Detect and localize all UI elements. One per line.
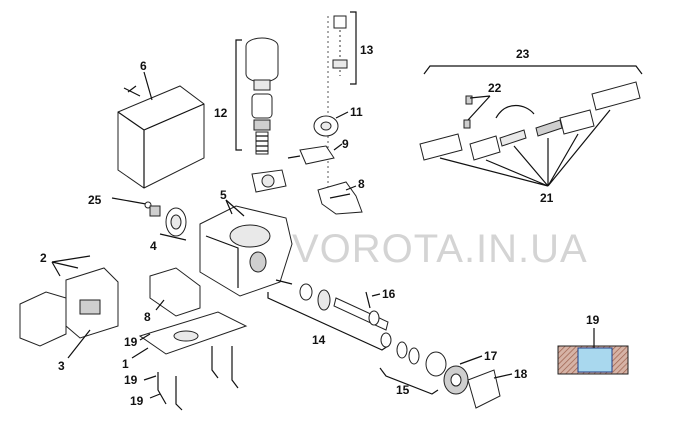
callout-9: 9 bbox=[342, 137, 349, 151]
callout-13: 13 bbox=[360, 43, 374, 57]
callout-19d: 19 bbox=[586, 313, 600, 327]
part-base-plate bbox=[138, 311, 248, 355]
part-pin bbox=[365, 291, 371, 309]
callout-8a: 8 bbox=[358, 177, 365, 191]
callout-5: 5 bbox=[220, 188, 227, 202]
part-limit-switch-kit bbox=[419, 81, 641, 161]
callout-23: 23 bbox=[516, 47, 530, 61]
part-studs bbox=[157, 346, 239, 411]
bracket-23 bbox=[423, 65, 643, 75]
leader-9 bbox=[333, 143, 343, 151]
part-ring bbox=[313, 115, 339, 137]
part-encoder bbox=[149, 205, 187, 237]
leader-3 bbox=[67, 329, 91, 359]
leader-16 bbox=[371, 293, 381, 297]
bracket-14 bbox=[267, 292, 389, 351]
callout-3: 3 bbox=[58, 359, 65, 373]
leader-22 bbox=[467, 95, 491, 121]
leader-6 bbox=[143, 71, 153, 101]
leader-8a bbox=[345, 185, 357, 191]
callout-8b: 8 bbox=[144, 310, 151, 324]
callout-1: 1 bbox=[122, 357, 129, 371]
leader-1 bbox=[131, 347, 149, 359]
leader-4 bbox=[159, 233, 187, 241]
callout-12: 12 bbox=[214, 106, 228, 120]
bracket-15 bbox=[379, 367, 439, 395]
watermark: VOROTA.IN.UA bbox=[292, 227, 588, 271]
part-screw bbox=[111, 197, 152, 209]
callout-11: 11 bbox=[350, 105, 363, 119]
part-pinion bbox=[425, 351, 469, 395]
part-washers bbox=[380, 332, 420, 365]
leader-21 bbox=[439, 109, 611, 187]
callout-16: 16 bbox=[382, 287, 396, 301]
callout-15: 15 bbox=[396, 383, 410, 397]
leader-5b bbox=[225, 199, 245, 217]
callout-19a: 19 bbox=[124, 335, 138, 349]
bracket-12 bbox=[235, 39, 242, 151]
callout-4: 4 bbox=[150, 239, 157, 253]
callout-22: 22 bbox=[488, 81, 502, 95]
leader-19b bbox=[143, 375, 157, 381]
callout-17: 17 bbox=[484, 349, 498, 363]
callout-14: 14 bbox=[312, 333, 326, 347]
callout-19b: 19 bbox=[124, 373, 138, 387]
leader-11 bbox=[335, 111, 349, 119]
part-release-lever bbox=[287, 145, 335, 165]
callout-6: 6 bbox=[140, 59, 147, 73]
part-bracket-lower bbox=[149, 267, 201, 317]
part-cover bbox=[117, 85, 205, 189]
part-small-hardware bbox=[327, 15, 348, 200]
leader-19c bbox=[149, 393, 161, 399]
part-gearbox-housing bbox=[199, 205, 293, 297]
callout-19c: 19 bbox=[130, 394, 144, 408]
leader-2 bbox=[51, 255, 91, 277]
leader-17 bbox=[459, 355, 483, 365]
callout-25: 25 bbox=[88, 193, 102, 207]
inset-swatch bbox=[557, 345, 629, 375]
part-motor-assembly bbox=[245, 37, 287, 193]
part-pinion-cover bbox=[467, 369, 501, 409]
callout-21: 21 bbox=[540, 191, 554, 205]
part-control-board bbox=[19, 267, 119, 347]
callout-18: 18 bbox=[514, 367, 528, 381]
leader-18 bbox=[493, 373, 513, 379]
leader-8b bbox=[155, 299, 165, 311]
part-output-shaft bbox=[275, 279, 389, 331]
bracket-13 bbox=[350, 11, 357, 85]
callout-2: 2 bbox=[40, 251, 47, 265]
part-bracket-upper bbox=[317, 181, 363, 215]
leader-5a bbox=[225, 199, 233, 215]
leader-19a bbox=[139, 333, 151, 341]
